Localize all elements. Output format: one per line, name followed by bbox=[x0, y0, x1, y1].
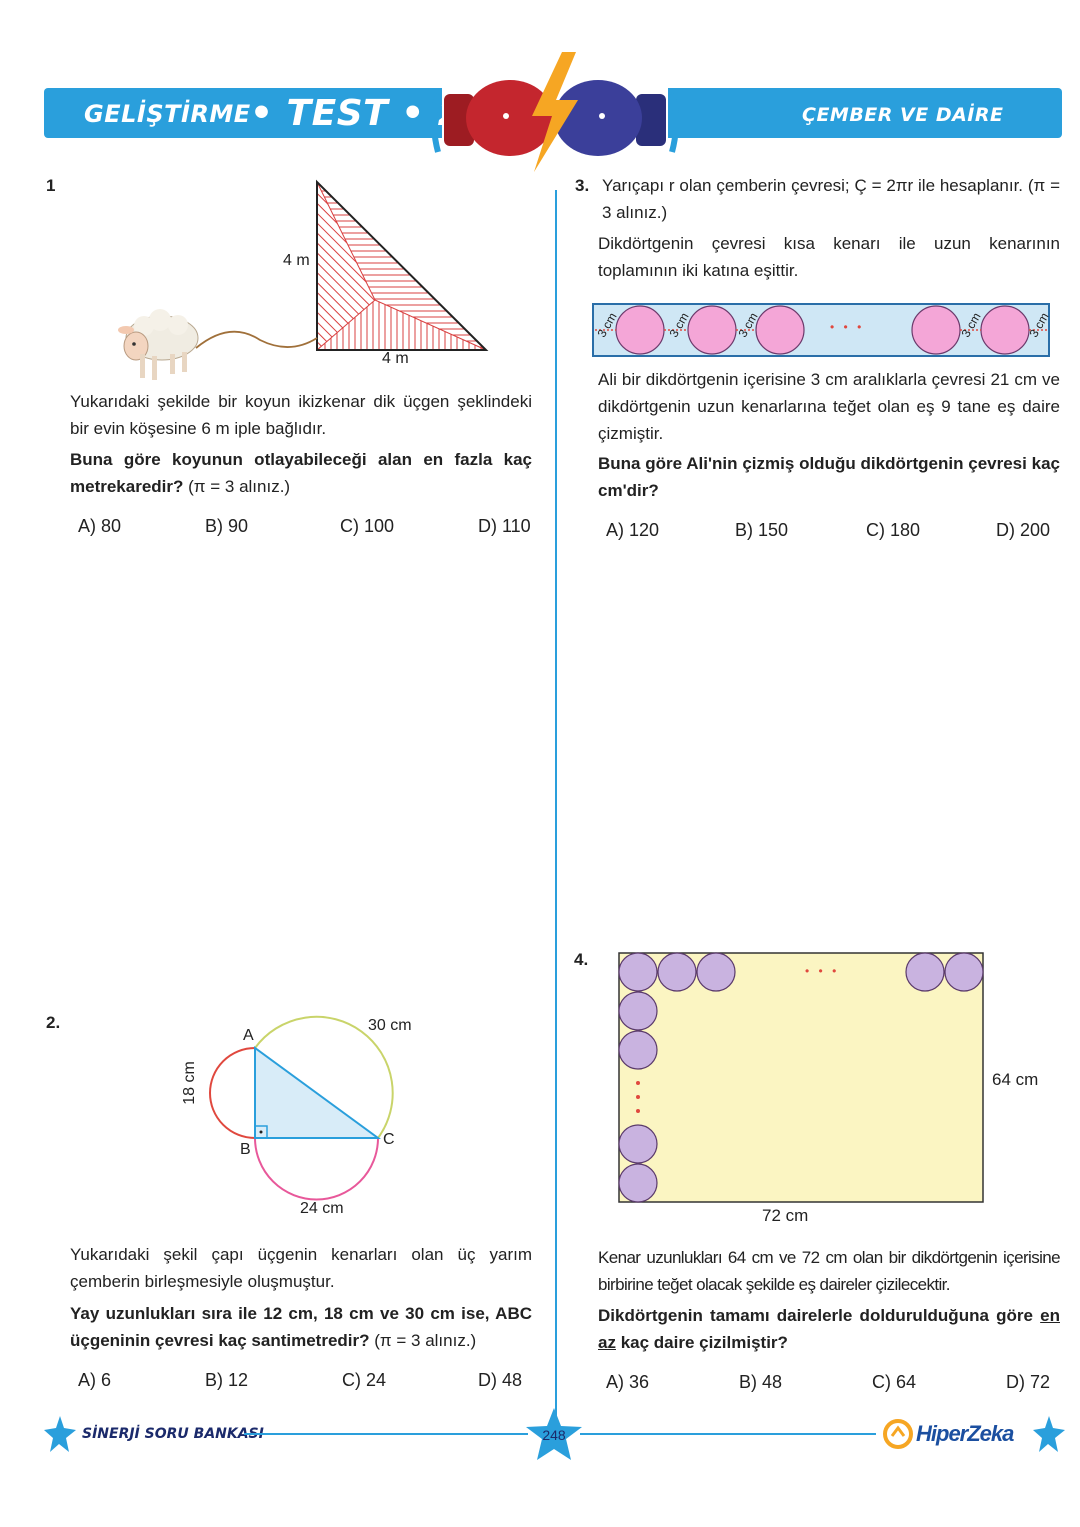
page-number: 248 bbox=[542, 1427, 566, 1443]
q1-question-note: (π = 3 alınız.) bbox=[188, 477, 291, 496]
column-divider bbox=[555, 190, 557, 1420]
q2-label-c: C bbox=[383, 1131, 395, 1148]
q3-intro2: Dikdörtgenin çevresi kısa kenarı ile uzu… bbox=[598, 234, 1060, 280]
q3-figure bbox=[592, 303, 1050, 357]
q2-option-c[interactable]: C) 24 bbox=[342, 1370, 387, 1390]
footer-line-right bbox=[580, 1433, 876, 1435]
header-topic-label: ÇEMBER VE DAİRE bbox=[802, 104, 1004, 126]
q4-question-part2: kaç daire çizilmiştir? bbox=[615, 1333, 788, 1352]
q2-label-a: A bbox=[243, 1027, 254, 1044]
q3-text: Ali bir dikdörtgenin içerisine 3 cm aral… bbox=[598, 370, 1060, 443]
q2-question-note: (π = 3 alınız.) bbox=[374, 1331, 477, 1350]
footer-brand: HiperZeka bbox=[916, 1421, 1014, 1446]
hiperzeka-logo-icon bbox=[883, 1419, 913, 1449]
q3-option-a[interactable]: A) 120 bbox=[606, 520, 660, 540]
q2-option-a[interactable]: A) 6 bbox=[78, 1370, 112, 1390]
q4-height-label: 64 cm bbox=[992, 1070, 1039, 1089]
q2-question-bold: Yay uzunlukları sıra ile 12 cm, 18 cm ve… bbox=[70, 1304, 532, 1350]
q4-option-b[interactable]: B) 48 bbox=[739, 1372, 783, 1392]
footer-right-star-icon bbox=[1033, 1416, 1065, 1452]
q3-option-d[interactable]: D) 200 bbox=[996, 520, 1051, 540]
q2-label-b: B bbox=[240, 1141, 251, 1158]
q3-option-c[interactable]: C) 180 bbox=[866, 520, 921, 540]
q2-text: Yukarıdaki şekil çapı üçgenin kenarları … bbox=[70, 1245, 532, 1291]
footer-line-left bbox=[244, 1433, 528, 1435]
q2-number: 2. bbox=[46, 1013, 61, 1032]
q4-option-a[interactable]: A) 36 bbox=[606, 1372, 650, 1392]
boxing-gloves-logo bbox=[431, 52, 679, 172]
q3-question: Buna göre Ali'nin çizmiş olduğu dikdörtg… bbox=[598, 454, 1060, 500]
q3-intro1: Yarıçapı r olan çemberin çevresi; Ç = 2π… bbox=[602, 176, 1060, 222]
q1-option-a[interactable]: A) 80 bbox=[78, 516, 122, 536]
footer-series-label: SİNERJİ SORU BANKASI bbox=[82, 1426, 264, 1442]
q3-dots: • • • bbox=[830, 320, 865, 334]
header-section-label: GELİŞTİRME bbox=[84, 100, 251, 128]
q1-option-c[interactable]: C) 100 bbox=[340, 516, 395, 536]
footer-left-star-icon bbox=[44, 1416, 76, 1452]
q1-number: 1 bbox=[46, 176, 56, 195]
q4-text: Kenar uzunlukları 64 cm ve 72 cm olan bi… bbox=[598, 1248, 1061, 1294]
page-number-star-icon bbox=[526, 1408, 582, 1460]
q3-option-b[interactable]: B) 150 bbox=[735, 520, 789, 540]
sheep-icon bbox=[118, 309, 199, 380]
q4-question-part1: Dikdörtgenin tamamı dairelerle dolduruld… bbox=[598, 1306, 1041, 1325]
q1-option-b[interactable]: B) 90 bbox=[205, 516, 249, 536]
q4-option-d[interactable]: D) 72 bbox=[1006, 1372, 1051, 1392]
q1-option-d[interactable]: D) 110 bbox=[478, 516, 531, 536]
q2-label-ac: 30 cm bbox=[368, 1017, 412, 1034]
q4-number: 4. bbox=[574, 950, 589, 969]
q4-question-underline: en az bbox=[598, 1306, 1060, 1352]
q4-figure bbox=[618, 952, 984, 1203]
q2-option-d[interactable]: D) 48 bbox=[478, 1370, 523, 1390]
q1-question: Buna göre koyunun otlayabileceği alan en… bbox=[70, 446, 532, 500]
q4-dots: • • • bbox=[805, 964, 840, 978]
q1-question-bold: Buna göre koyunun otlayabileceği alan en… bbox=[70, 450, 532, 496]
q2-question: Yay uzunlukları sıra ile 12 cm, 18 cm ve… bbox=[70, 1300, 532, 1354]
q2-label-bc: 24 cm bbox=[300, 1200, 344, 1217]
q4-option-c[interactable]: C) 64 bbox=[872, 1372, 917, 1392]
header-right-bar bbox=[668, 88, 1062, 138]
q4-question: Dikdörtgenin tamamı dairelerle dolduruld… bbox=[598, 1302, 1060, 1356]
q4-width-label: 72 cm bbox=[762, 1206, 809, 1225]
header-left-bar bbox=[44, 88, 442, 138]
q1-base-label: 4 m bbox=[382, 350, 409, 367]
q2-label-ab: 18 cm bbox=[180, 1061, 198, 1105]
q2-figure bbox=[209, 1015, 394, 1201]
q1-text: Yukarıdaki şekilde bir koyun ikizkenar d… bbox=[70, 392, 532, 438]
q3-number: 3. bbox=[575, 176, 590, 195]
q1-figure bbox=[118, 179, 489, 380]
q2-option-b[interactable]: B) 12 bbox=[205, 1370, 249, 1390]
q1-side-label: 4 m bbox=[283, 252, 310, 269]
